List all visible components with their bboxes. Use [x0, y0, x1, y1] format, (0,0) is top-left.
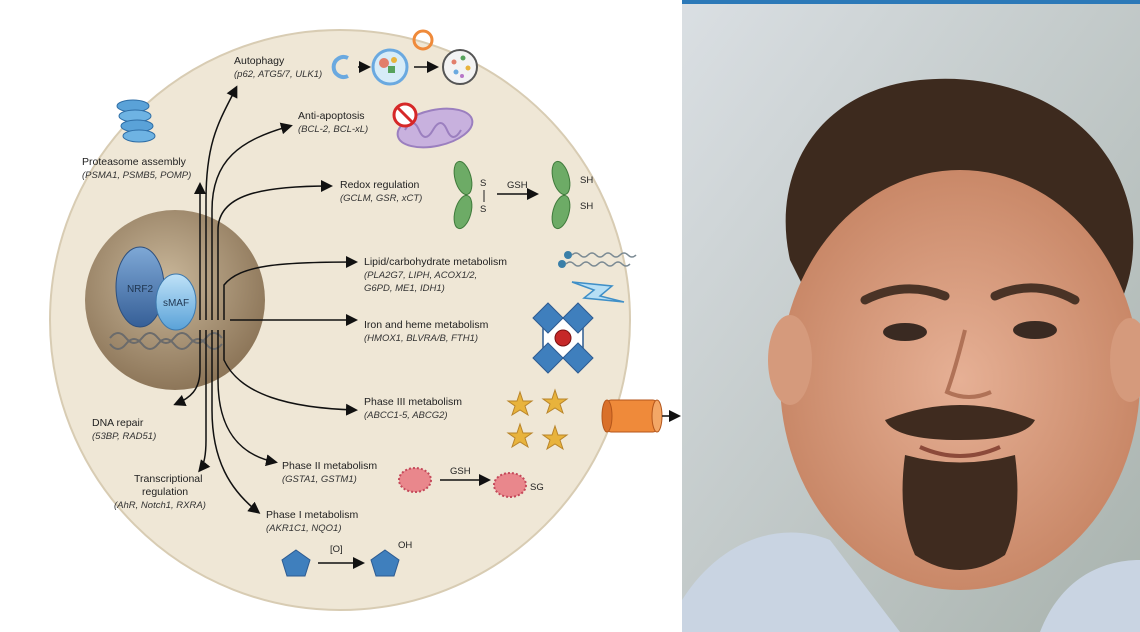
nrf2-label: NRF2 — [127, 284, 154, 295]
protein-reduced-icon — [551, 160, 571, 196]
phagophore-icon — [331, 55, 349, 79]
xenobiotic-stars — [506, 388, 569, 451]
anti-apoptosis-genes: (BCL-2, BCL-xL) — [298, 124, 368, 135]
lipid-title: Lipid/carbohydrate metabolism — [364, 256, 507, 268]
smaf-protein — [155, 273, 197, 331]
anti-apoptosis-title: Anti-apoptosis — [298, 110, 365, 122]
phase3-title: Phase III metabolism — [364, 396, 462, 408]
proteasome-genes: (PSMA1, PSMB5, POMP) — [82, 170, 191, 181]
phase2-sg: SG — [530, 482, 544, 493]
dna-helix-2 — [109, 338, 223, 350]
redox-genes: (GCLM, GSR, xCT) — [340, 193, 422, 204]
lipid-genes-line1: (PLA2G7, LIPH, ACOX1/2, — [364, 270, 477, 281]
carbohydrate-icon — [571, 281, 625, 303]
smaf-label: sMAF — [163, 298, 189, 309]
redox-sh-top: SH — [580, 175, 593, 186]
electrophile-icon — [398, 467, 432, 493]
redox-sh-bottom: SH — [580, 201, 593, 212]
iron-title: Iron and heme metabolism — [364, 319, 489, 331]
portrait-photo — [682, 0, 1140, 632]
phase2-genes: (GSTA1, GSTM1) — [282, 474, 357, 485]
lipid-icon — [558, 251, 637, 268]
product-pentagon-icon — [370, 549, 400, 577]
transcriptional-title-2: regulation — [142, 486, 188, 498]
redox-gsh: GSH — [507, 180, 528, 191]
dna-helix — [109, 332, 223, 344]
transcriptional-genes: (AhR, Notch1, RXRA) — [114, 500, 206, 511]
protein-oxidized-icon — [453, 160, 473, 196]
dna-repair-genes: (53BP, RAD51) — [92, 431, 156, 442]
dna-repair-title: DNA repair — [92, 417, 144, 429]
redox-title: Redox regulation — [340, 179, 420, 191]
iron-genes: (HMOX1, BLVRA/B, FTH1) — [364, 333, 478, 344]
phase2-gsh: GSH — [450, 466, 471, 477]
efflux-transporter-icon — [601, 399, 681, 433]
phase1-title: Phase I metabolism — [266, 509, 358, 521]
proteasome-title: Proteasome assembly — [82, 156, 187, 168]
autophagy-title: Autophagy — [234, 55, 285, 67]
lipid-genes-line2: G6PD, ME1, IDH1) — [364, 283, 445, 294]
lysosome-icon — [412, 29, 434, 51]
substrate-pentagon-icon — [281, 549, 311, 577]
conjugate-icon — [493, 472, 527, 498]
heme-icon — [532, 302, 594, 374]
autolysosome-icon — [442, 49, 478, 85]
proteasome-icon — [116, 99, 156, 143]
phase1-oh: OH — [398, 540, 412, 551]
transcriptional-title-1: Transcriptional — [134, 473, 202, 485]
redox-s-top: S — [480, 178, 486, 189]
autophagy-genes: (p62, ATG5/7, ULK1) — [234, 69, 322, 80]
phase1-genes: (AKR1C1, NQO1) — [266, 523, 342, 534]
phase2-title: Phase II metabolism — [282, 460, 377, 472]
signal-bundle — [173, 85, 358, 514]
redox-s-bottom: S — [480, 204, 486, 215]
phase3-genes: (ABCC1-5, ABCG2) — [364, 410, 448, 421]
phase1-oxidation: [O] — [330, 544, 343, 555]
